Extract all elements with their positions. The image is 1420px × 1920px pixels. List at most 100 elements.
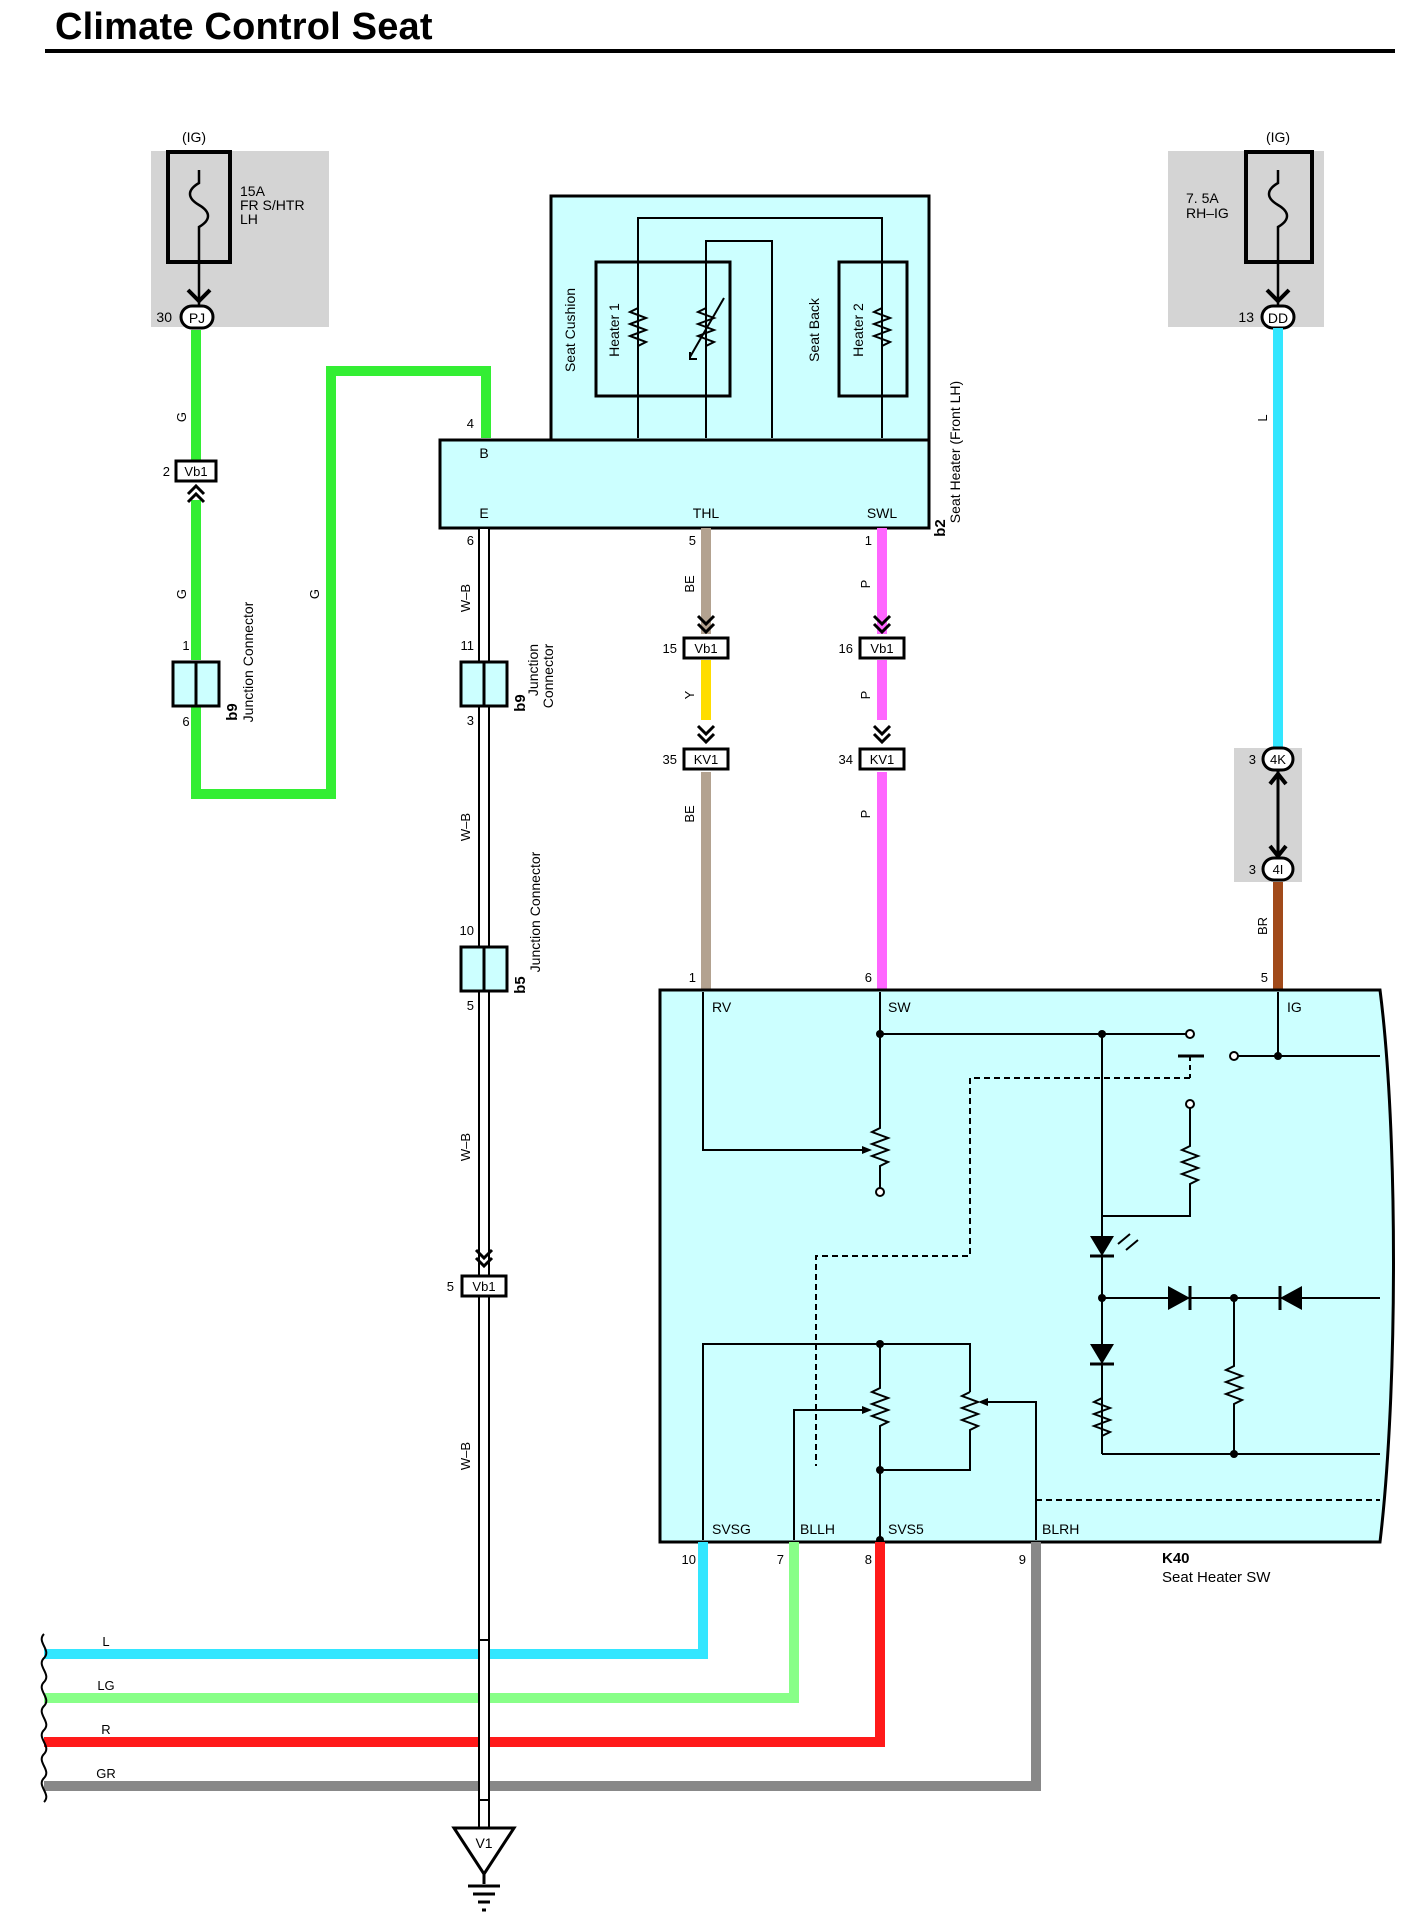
wire-label-g2: G [174,589,189,599]
bus-wires: L LG R GR [40,1542,1041,1803]
connector-vb1-b: Vb1 15 [663,614,730,660]
connector-4i-pin: 3 [1249,862,1256,877]
diode-1 [1168,1286,1190,1310]
term-ig: IG [1287,999,1302,1015]
fuse-left-element [188,170,210,315]
wire-label-wb1: W–B [458,584,473,612]
junction-b5-name: Junction Connector [527,851,543,972]
connector-vb1-c-label: Vb1 [870,641,893,656]
wire-label-wb4: W–B [458,1442,473,1470]
page-title: Climate Control Seat [55,6,433,48]
wire-label-g1: G [174,412,189,422]
term-thl: THL [693,505,720,521]
wire-p: P P P [858,528,887,990]
bus-wire-r [44,1542,885,1747]
bus-label-gr: GR [96,1766,116,1781]
term-svsg: SVSG [712,1521,751,1537]
wire-label-l: L [1255,414,1270,421]
junction-b9-mid: 11 3 b9 Junction Connector [459,638,556,728]
connector-4k [1261,746,1295,772]
pin-sw: 6 [865,970,872,985]
connector-kv1-a-pin: 35 [663,752,677,767]
fuse-right-arrow [1265,288,1291,304]
led-indicator [1090,1236,1114,1256]
diode-2 [1280,1286,1302,1310]
junction-b5-pin-top: 10 [460,923,474,938]
diode-3 [1090,1344,1114,1364]
fuse-left-box [151,151,329,327]
bus-break-mark [40,1633,48,1803]
bus-label-lg: LG [97,1678,114,1693]
pin-bllh: 7 [777,1552,784,1567]
term-swl: SWL [867,505,898,521]
term-sw: SW [888,999,911,1015]
wire-label-y: Y [682,690,697,699]
fuse-right: (IG) 7. 5A RH–IG DD 13 [1168,129,1324,330]
junction-b9-mid-code: b9 [512,694,529,712]
fuse-left-arrow [186,288,212,304]
heater1-label: Heater 1 [606,303,622,357]
junction-b9-left: 1 6 b9 Junction Connector [171,601,256,729]
connector-pj-pin: 30 [156,309,172,325]
junction-b5-pin-bottom: 5 [467,998,474,1013]
wire-label-wb2: W–B [458,813,473,841]
seat-heater-connector-block [438,438,931,530]
wire-label-be1: BE [682,575,697,593]
term-bllh: BLLH [800,1521,835,1537]
connector-pj-label: PJ [189,310,205,326]
connector-4i [1261,856,1295,882]
ground-v1: V1 [451,1826,517,1912]
pin-ig: 5 [1261,970,1268,985]
connector-dd-label: DD [1268,310,1288,326]
switch-body [658,988,1395,1544]
connector-4k-label: 4K [1270,752,1286,767]
bus-wire-gr [44,1542,1041,1791]
wire-label-br: BR [1255,917,1270,935]
connector-vb1-d-label: Vb1 [472,1279,495,1294]
fuse-left-supply: (IG) [182,129,206,145]
switch-name: Seat Heater SW [1162,1569,1271,1586]
heater2-box [837,260,909,398]
pin-e: 6 [467,533,474,548]
pin-svs5: 8 [865,1552,872,1567]
term-svs5: SVS5 [888,1521,924,1537]
term-e: E [479,505,488,521]
fuse-left: (IG) 15A FR S/HTR LH PJ 30 [151,129,329,330]
term-b: B [479,445,488,461]
junction-b9-left-code: b9 [224,703,241,721]
seat-heater-name: Seat Heater (Front LH) [947,381,963,523]
fuse-right-supply: (IG) [1266,129,1290,145]
term-rv: RV [712,999,732,1015]
title-rule [45,49,1395,53]
connector-kv1-b-pin: 34 [839,752,853,767]
wire-label-p1: P [858,580,873,589]
connector-kv1-a-label: KV1 [694,752,719,767]
pin-rv: 1 [689,970,696,985]
junction-b9-mid-name1: Junction [525,644,541,696]
connector-vb1-a-pin: 2 [163,464,170,479]
wire-label-g3: G [307,589,322,599]
bus-wire-l [44,1542,708,1659]
pin-svsg: 10 [682,1552,696,1567]
bus-label-r: R [101,1722,110,1737]
connector-dd-pin: 13 [1238,309,1254,325]
connector-vb1-b-label: Vb1 [694,641,717,656]
connector-4i-label: 4I [1273,862,1284,877]
seat-heater-upper [549,194,931,442]
connector-kv1-b-label: KV1 [870,752,895,767]
connector-vb1-c-pin: 16 [839,641,853,656]
pin-swl: 1 [865,533,872,548]
connector-kv1-a: KV1 35 [663,724,730,771]
connector-kv1-b: KV1 34 [839,724,906,771]
wire-label-be2: BE [682,805,697,823]
connector-vb1-b-pin: 15 [663,641,677,656]
junction-b9-mid-pin-bottom: 3 [467,713,474,728]
seat-heater-b2: Seat Cushion Heater 1 Seat Back Heater 2… [438,194,963,548]
junction-b5: 10 5 b5 Junction Connector [459,851,543,1013]
junction-b5-code: b5 [512,976,529,994]
ground-v1-label: V1 [475,1835,492,1851]
wire-label-p3: P [858,810,873,819]
bus-label-l: L [102,1634,109,1649]
term-blrh: BLRH [1042,1521,1079,1537]
